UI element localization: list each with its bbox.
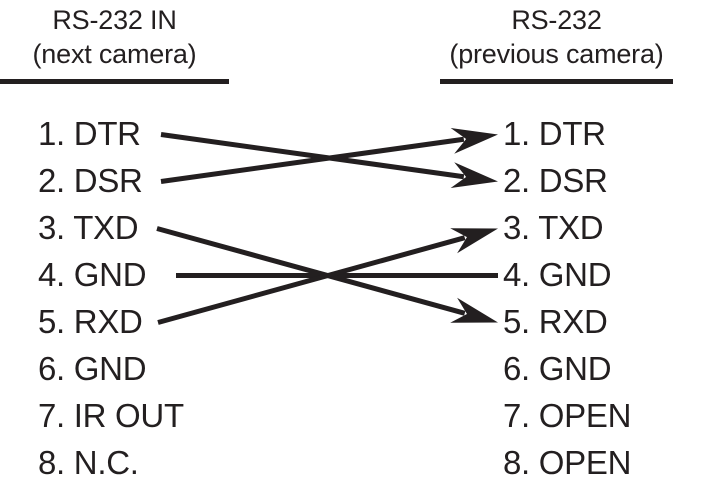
right-pin-row-4: 4. GND (503, 251, 631, 298)
arrowhead-icon (450, 127, 498, 154)
right-pin-label-1: DTR (529, 115, 606, 152)
right-pin-number-5: 5. (503, 303, 530, 340)
right-pin-number-1: 1. (503, 115, 530, 152)
left-pin-label-6: GND (64, 350, 147, 387)
left-pin-label-3: TXD (64, 209, 139, 246)
left-pin-number-4: 4. (38, 256, 65, 293)
left-pin-label-5: RXD (64, 303, 143, 340)
wire-shaft (156, 226, 466, 316)
right-pin-label-3: TXD (529, 209, 604, 246)
right-connector-header: RS-232 (previous camera) (440, 3, 673, 71)
right-pin-label-8: OPEN (529, 444, 632, 481)
right-pin-row-2: 2. DSR (503, 157, 631, 204)
left-pin-number-2: 2. (38, 162, 65, 199)
wire-DTR-to-DSR (160, 132, 498, 189)
right-pin-row-1: 1. DTR (503, 110, 631, 157)
left-pin-row-5: 5. RXD (38, 298, 184, 345)
left-connector-header: RS-232 IN (next camera) (0, 3, 229, 71)
left-pin-row-4: 4. GND (38, 251, 184, 298)
left-header-underline (0, 79, 229, 84)
wire-shaft (160, 136, 465, 184)
right-pin-label-6: GND (529, 350, 612, 387)
arrowhead-icon (450, 297, 498, 323)
left-pin-row-6: 6. GND (38, 345, 184, 392)
wire-shaft (160, 132, 465, 180)
left-pin-row-1: 1. DTR (38, 110, 184, 157)
left-pin-number-6: 6. (38, 350, 65, 387)
right-pin-number-8: 8. (503, 444, 530, 481)
right-pin-label-4: GND (529, 256, 612, 293)
right-header-underline (440, 79, 673, 84)
arrowhead-icon (450, 162, 498, 189)
right-pin-number-7: 7. (503, 397, 530, 434)
left-pin-label-8: N.C. (64, 444, 139, 481)
right-pin-row-7: 7. OPEN (503, 392, 631, 439)
wire-DSR-to-DTR (160, 127, 498, 184)
left-pin-number-1: 1. (38, 115, 65, 152)
left-pin-row-3: 3. TXD (38, 204, 184, 251)
arrowhead-icon (450, 228, 498, 254)
right-connector-subtitle: (previous camera) (449, 39, 664, 69)
left-pin-label-7: IR OUT (64, 397, 184, 434)
left-pin-row-8: 8. N.C. (38, 439, 184, 486)
left-pin-number-5: 5. (38, 303, 65, 340)
wire-shaft (157, 235, 466, 325)
left-pin-row-7: 7. IR OUT (38, 392, 184, 439)
right-pin-row-5: 5. RXD (503, 298, 631, 345)
right-pin-label-5: RXD (529, 303, 608, 340)
right-connector-title: RS-232 (511, 5, 602, 35)
left-pin-number-8: 8. (38, 444, 65, 481)
left-pin-label-2: DSR (64, 162, 143, 199)
right-pin-label-7: OPEN (529, 397, 632, 434)
right-pin-row-3: 3. TXD (503, 204, 631, 251)
left-pin-label-4: GND (64, 256, 147, 293)
right-pin-label-2: DSR (529, 162, 608, 199)
left-pin-label-1: DTR (64, 115, 141, 152)
left-pin-row-2: 2. DSR (38, 157, 184, 204)
left-pin-number-3: 3. (38, 209, 65, 246)
right-pin-number-2: 2. (503, 162, 530, 199)
wire-RXD-to-TXD (157, 228, 498, 325)
right-pin-row-6: 6. GND (503, 345, 631, 392)
left-connector-title: RS-232 IN (52, 5, 177, 35)
right-pin-number-6: 6. (503, 350, 530, 387)
left-pin-number-7: 7. (38, 397, 65, 434)
wire-TXD-to-RXD (156, 226, 498, 323)
right-pin-row-8: 8. OPEN (503, 439, 631, 486)
right-pin-number-3: 3. (503, 209, 530, 246)
right-pin-number-4: 4. (503, 256, 530, 293)
left-connector-subtitle: (next camera) (32, 39, 197, 69)
